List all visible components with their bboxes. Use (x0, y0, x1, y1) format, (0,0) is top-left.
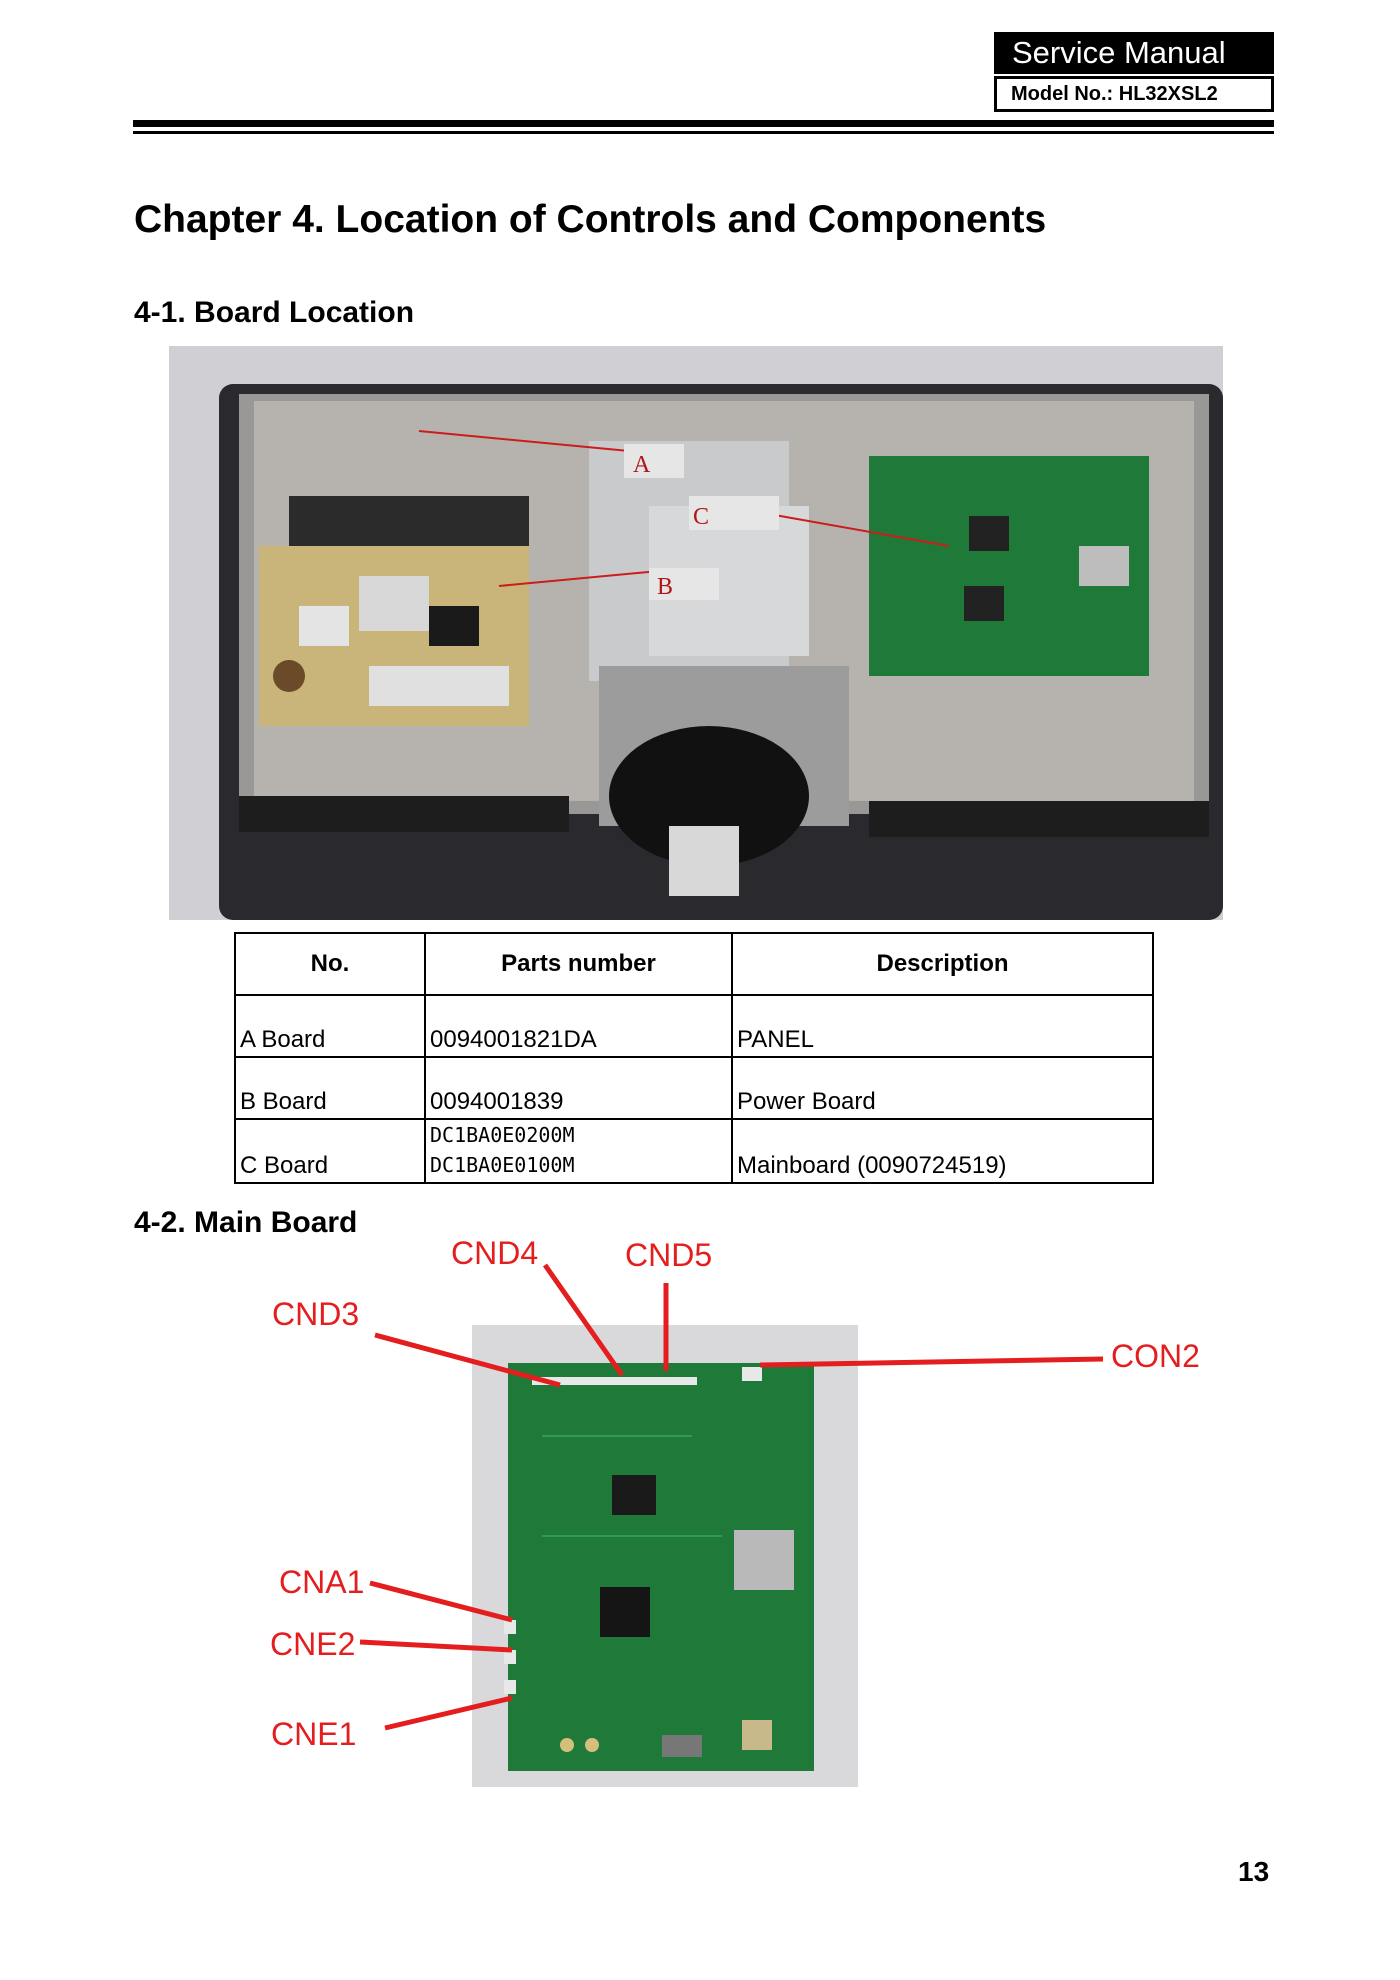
callout-cne1: CNE1 (271, 1716, 357, 1752)
part-line: DC1BA0E0200M (430, 1123, 575, 1147)
callout-cnd5: CND5 (625, 1237, 713, 1273)
page-number: 13 (1238, 1856, 1270, 1887)
table-row: B Board 0094001839 Power Board (234, 1056, 1154, 1120)
callout-cna1: CNA1 (279, 1564, 365, 1600)
header-title: Service Manual (994, 32, 1274, 74)
table-header-row: No. Parts number Description (234, 932, 1154, 996)
cell-desc: Power Board (731, 1056, 1154, 1120)
cell-no: A Board (234, 994, 426, 1058)
board-location-photo: A C B (169, 346, 1223, 920)
main-board-photo (472, 1325, 858, 1787)
part-line: DC1BA0E0100M (430, 1153, 575, 1177)
table-row: A Board 0094001821DA PANEL (234, 994, 1154, 1058)
col-header-no: No. (234, 932, 426, 996)
photo-label-c: C (693, 504, 709, 530)
cell-no: B Board (234, 1056, 426, 1120)
cell-part: 0094001821DA (424, 994, 733, 1058)
callout-cne2: CNE2 (270, 1626, 356, 1662)
section-main-board-title: 4-2. Main Board (134, 1206, 358, 1239)
header-rule-thick (133, 120, 1274, 127)
chapter-title: Chapter 4. Location of Controls and Comp… (134, 198, 1047, 241)
cell-part: DC1BA0E0200M DC1BA0E0100M (424, 1118, 733, 1184)
parts-table: No. Parts number Description A Board 009… (234, 932, 1154, 1184)
cell-desc: Mainboard (0090724519) (731, 1118, 1154, 1184)
table-row: C Board DC1BA0E0200M DC1BA0E0100M Mainbo… (234, 1118, 1154, 1184)
col-header-description: Description (731, 932, 1154, 996)
cell-no: C Board (234, 1118, 426, 1184)
callout-cnd3: CND3 (272, 1296, 360, 1332)
callout-con2: CON2 (1111, 1338, 1200, 1374)
model-number: Model No.: HL32XSL2 (994, 76, 1274, 112)
photo-label-b: B (657, 574, 673, 600)
header-rule-thin (133, 131, 1274, 134)
cell-part: 0094001839 (424, 1056, 733, 1120)
section-board-location-title: 4-1. Board Location (134, 296, 415, 329)
col-header-parts-number: Parts number (424, 932, 733, 996)
callout-cnd4: CND4 (451, 1235, 539, 1271)
cell-desc: PANEL (731, 994, 1154, 1058)
photo-label-a: A (633, 452, 651, 478)
